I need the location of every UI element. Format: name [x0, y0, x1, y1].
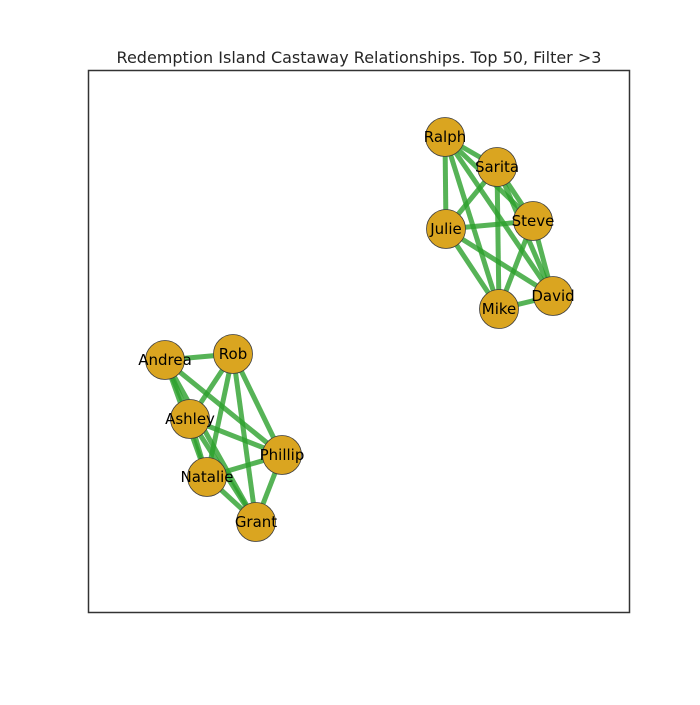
chart-title: Redemption Island Castaway Relationships…	[117, 48, 602, 67]
node-grant: Grant	[235, 502, 277, 542]
edge-layer	[162, 134, 556, 524]
node-phillip: Phillip	[260, 435, 305, 475]
node-circle-andrea	[145, 340, 185, 380]
node-label-steve: Steve	[512, 212, 555, 230]
node-david: David	[531, 276, 575, 316]
plot-frame	[87, 69, 631, 614]
node-sarita: Sarita	[475, 147, 519, 187]
edge-julie-david	[444, 226, 555, 299]
node-andrea: Andrea	[138, 340, 192, 380]
edge-sarita-mike	[494, 166, 502, 310]
node-steve: Steve	[512, 201, 555, 241]
node-label-mike: Mike	[482, 300, 517, 318]
node-circle-mike	[479, 289, 519, 329]
node-julie: Julie	[426, 209, 466, 249]
edge-ralph-mike	[442, 136, 502, 310]
node-circle-grant	[236, 502, 276, 542]
node-label-phillip: Phillip	[260, 446, 305, 464]
node-rob: Rob	[213, 334, 253, 374]
node-circle-ralph	[425, 117, 465, 157]
node-circle-phillip	[262, 435, 302, 475]
node-label-rob: Rob	[219, 345, 247, 363]
node-label-ralph: Ralph	[424, 128, 466, 146]
node-label-sarita: Sarita	[475, 158, 519, 176]
node-natalie: Natalie	[180, 457, 234, 497]
node-label-ashley: Ashley	[165, 410, 215, 428]
node-circle-natalie	[187, 457, 227, 497]
node-ralph: Ralph	[424, 117, 466, 157]
node-label-grant: Grant	[235, 513, 277, 531]
node-label-natalie: Natalie	[180, 468, 233, 486]
node-label-david: David	[531, 287, 574, 305]
node-circle-rob	[213, 334, 253, 374]
node-label-andrea: Andrea	[138, 351, 192, 369]
node-circle-ashley	[170, 399, 210, 439]
node-circle-steve	[513, 201, 553, 241]
node-circle-julie	[426, 209, 466, 249]
node-circle-david	[533, 276, 573, 316]
node-label-julie: Julie	[429, 220, 462, 238]
node-ashley: Ashley	[165, 399, 215, 439]
node-circle-sarita	[477, 147, 517, 187]
node-mike: Mike	[479, 289, 519, 329]
